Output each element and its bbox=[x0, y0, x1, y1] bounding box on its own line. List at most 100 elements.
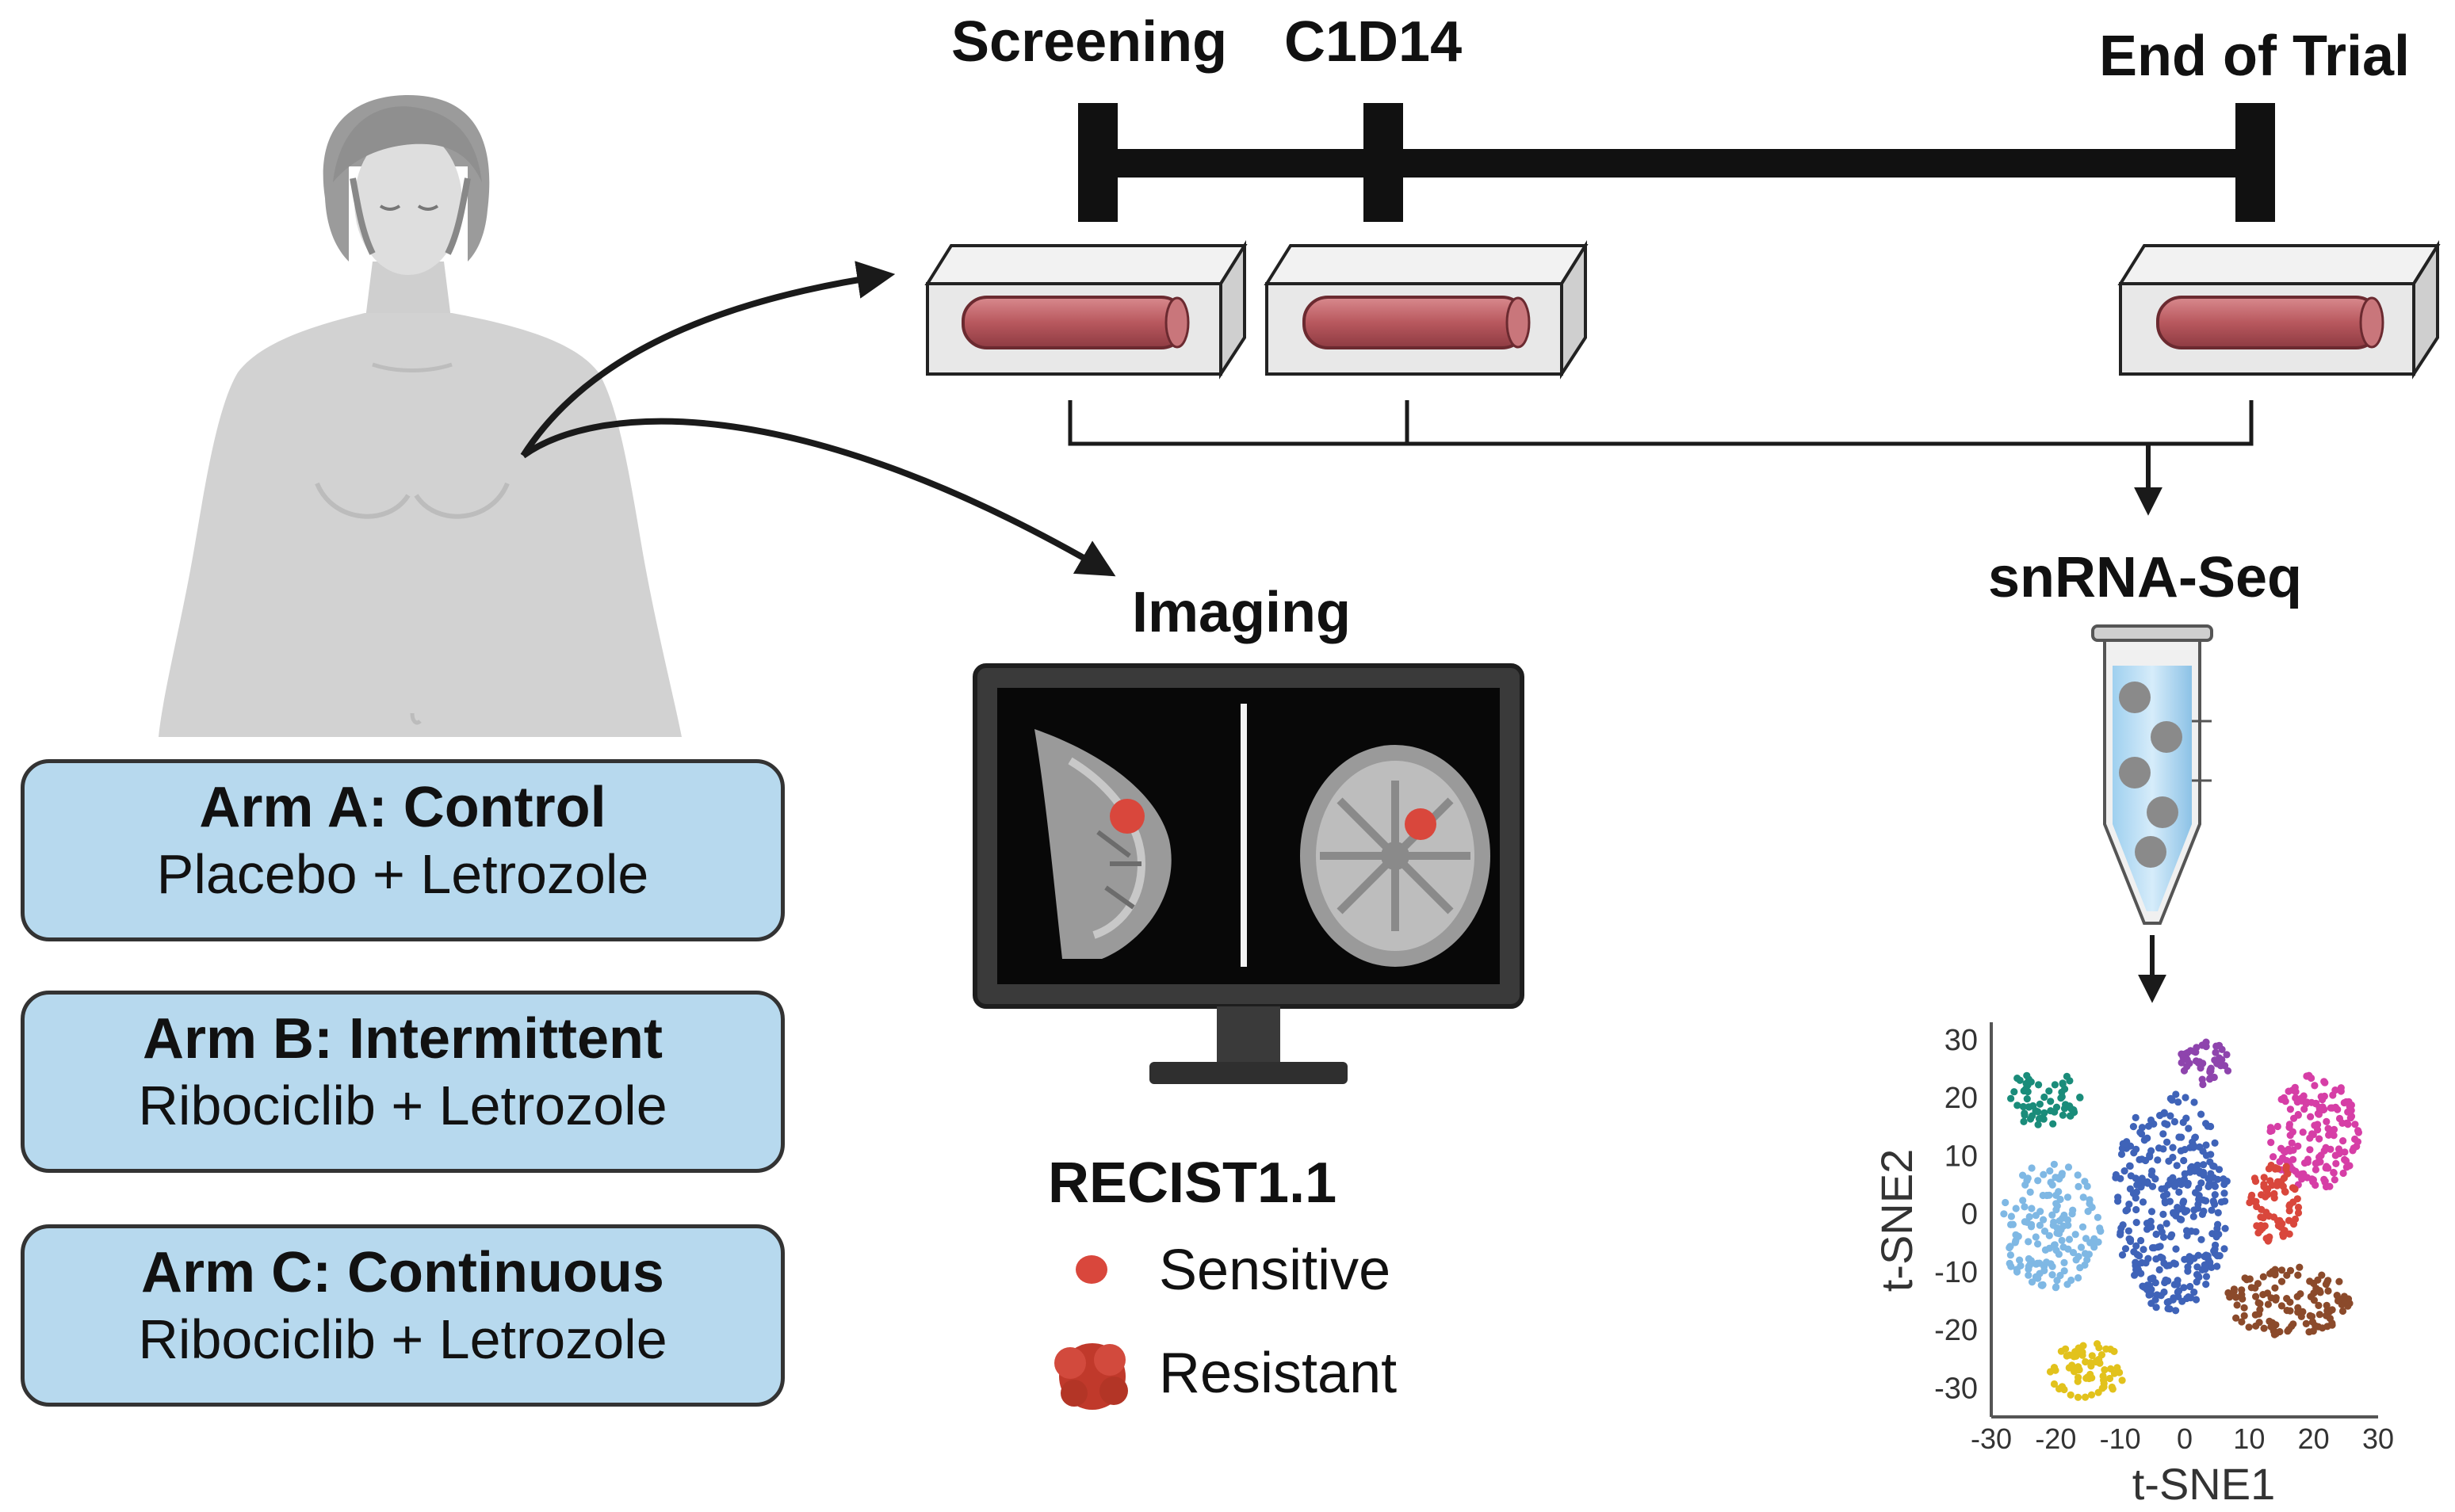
scatter-point-cluster-4 bbox=[2340, 1099, 2348, 1107]
scatter-point-cluster-4 bbox=[2273, 1122, 2281, 1131]
scatter-point-cluster-4 bbox=[2335, 1145, 2343, 1153]
scatter-point-cluster-4 bbox=[2315, 1110, 2323, 1118]
scatter-point-cluster-0 bbox=[2035, 1081, 2043, 1089]
scatter-point-cluster-1 bbox=[2077, 1243, 2086, 1251]
scatter-point-cluster-7 bbox=[2076, 1348, 2084, 1356]
scatter-point-cluster-2 bbox=[2154, 1156, 2162, 1164]
scatter-point-cluster-2 bbox=[2142, 1259, 2150, 1267]
scatter-point-cluster-1 bbox=[2078, 1223, 2087, 1231]
scatter-point-cluster-3 bbox=[2194, 1059, 2202, 1067]
scatter-point-cluster-0 bbox=[2025, 1103, 2033, 1111]
scatter-point-cluster-2 bbox=[2209, 1162, 2217, 1170]
scatter-point-cluster-2 bbox=[2132, 1242, 2140, 1250]
scatter-point-cluster-2 bbox=[2117, 1228, 2124, 1236]
scatter-point-cluster-4 bbox=[2353, 1143, 2361, 1151]
scatter-point-cluster-1 bbox=[2045, 1191, 2053, 1199]
scatter-point-cluster-2 bbox=[2178, 1216, 2185, 1224]
timeline-bar bbox=[1078, 149, 2275, 178]
scatter-point-cluster-4 bbox=[2346, 1102, 2354, 1110]
scatter-point-cluster-5 bbox=[2258, 1205, 2266, 1213]
scatter-point-cluster-2 bbox=[2147, 1170, 2155, 1179]
scatter-point-cluster-2 bbox=[2182, 1094, 2189, 1102]
scatter-point-cluster-5 bbox=[2289, 1198, 2297, 1206]
arm-b-box: Arm B: Intermittent Ribociclib + Letrozo… bbox=[21, 991, 785, 1173]
x-tick-label: 0 bbox=[2177, 1422, 2193, 1455]
scatter-point-cluster-2 bbox=[2118, 1251, 2127, 1259]
scatter-point-cluster-6 bbox=[2302, 1319, 2310, 1327]
scatter-point-cluster-2 bbox=[2201, 1266, 2209, 1273]
scatter-point-cluster-2 bbox=[2166, 1176, 2174, 1184]
scatter-point-cluster-7 bbox=[2074, 1377, 2082, 1385]
scatter-point-cluster-5 bbox=[2285, 1230, 2293, 1238]
scatter-point-cluster-7 bbox=[2110, 1347, 2118, 1355]
scatter-point-cluster-2 bbox=[2200, 1171, 2208, 1179]
scatter-point-cluster-7 bbox=[2110, 1369, 2118, 1377]
scatter-point-cluster-5 bbox=[2294, 1208, 2303, 1217]
scatter-point-cluster-2 bbox=[2211, 1245, 2219, 1253]
scatter-point-cluster-2 bbox=[2138, 1155, 2146, 1163]
scatter-point-cluster-6 bbox=[2240, 1312, 2248, 1319]
imaging-title: Imaging bbox=[1132, 581, 1352, 644]
scatter-point-cluster-6 bbox=[2233, 1301, 2241, 1309]
scatter-point-cluster-4 bbox=[2294, 1111, 2302, 1119]
scatter-point-cluster-2 bbox=[2193, 1205, 2202, 1212]
scatter-point-cluster-2 bbox=[2197, 1179, 2205, 1187]
scatter-point-cluster-0 bbox=[2063, 1072, 2071, 1080]
scatter-point-cluster-3 bbox=[2206, 1075, 2214, 1083]
scatter-point-cluster-5 bbox=[2273, 1217, 2282, 1225]
scatter-point-cluster-1 bbox=[2075, 1273, 2082, 1282]
scatter-point-cluster-2 bbox=[2169, 1144, 2177, 1151]
scatter-point-cluster-6 bbox=[2266, 1317, 2273, 1325]
scatter-point-cluster-7 bbox=[2088, 1352, 2096, 1360]
scatter-point-cluster-2 bbox=[2159, 1254, 2166, 1262]
scatter-point-cluster-6 bbox=[2305, 1328, 2313, 1336]
scatter-point-cluster-1 bbox=[2024, 1174, 2032, 1182]
scatter-point-cluster-3 bbox=[2216, 1062, 2225, 1070]
scatter-point-cluster-4 bbox=[2342, 1157, 2350, 1165]
timeline-tick-end bbox=[2235, 103, 2275, 222]
scatter-point-cluster-1 bbox=[2069, 1249, 2078, 1257]
arm-a-title: Arm A: Control bbox=[199, 776, 606, 839]
scatter-point-cluster-2 bbox=[2220, 1189, 2228, 1197]
scatter-point-cluster-1 bbox=[2025, 1238, 2032, 1246]
scatter-point-cluster-2 bbox=[2131, 1271, 2139, 1279]
scatter-point-cluster-2 bbox=[2143, 1134, 2151, 1142]
scatter-point-cluster-2 bbox=[2147, 1290, 2155, 1298]
scatter-point-cluster-4 bbox=[2285, 1124, 2293, 1132]
scatter-point-cluster-6 bbox=[2243, 1276, 2250, 1284]
scatter-point-cluster-6 bbox=[2256, 1300, 2264, 1308]
scatter-point-cluster-1 bbox=[2021, 1203, 2029, 1211]
resistant-lesion-icon bbox=[1054, 1343, 1128, 1410]
scatter-point-cluster-2 bbox=[2126, 1236, 2134, 1244]
scatter-point-cluster-2 bbox=[2159, 1130, 2167, 1138]
scatter-point-cluster-3 bbox=[2183, 1056, 2191, 1063]
y-tick-label: -20 bbox=[1934, 1314, 1978, 1347]
scatter-point-cluster-0 bbox=[2021, 1085, 2030, 1093]
scatter-point-cluster-1 bbox=[2034, 1240, 2042, 1248]
scatter-point-cluster-4 bbox=[2299, 1128, 2307, 1136]
scatter-point-cluster-2 bbox=[2152, 1304, 2160, 1312]
scatter-point-cluster-1 bbox=[2081, 1178, 2089, 1186]
scatter-point-cluster-2 bbox=[2211, 1139, 2219, 1147]
scatter-point-cluster-2 bbox=[2162, 1276, 2170, 1284]
scatter-point-cluster-5 bbox=[2281, 1188, 2289, 1196]
scatter-point-cluster-6 bbox=[2294, 1271, 2302, 1279]
scatter-point-cluster-2 bbox=[2170, 1117, 2178, 1126]
scatter-point-cluster-0 bbox=[2036, 1100, 2044, 1108]
scatter-point-cluster-1 bbox=[2076, 1264, 2084, 1272]
scatter-point-cluster-2 bbox=[2192, 1296, 2201, 1304]
biopsy-arrow bbox=[520, 261, 896, 458]
scatter-point-cluster-1 bbox=[2059, 1243, 2067, 1251]
scatter-point-cluster-2 bbox=[2156, 1224, 2164, 1231]
scatter-point-cluster-2 bbox=[2189, 1142, 2197, 1150]
scatter-point-cluster-2 bbox=[2139, 1198, 2147, 1206]
scatter-point-cluster-2 bbox=[2202, 1197, 2210, 1205]
scatter-point-cluster-2 bbox=[2186, 1282, 2194, 1291]
scatter-point-cluster-7 bbox=[2055, 1385, 2063, 1393]
scatter-point-cluster-1 bbox=[2049, 1221, 2057, 1229]
scatter-point-cluster-4 bbox=[2286, 1105, 2294, 1113]
scatter-point-cluster-3 bbox=[2183, 1063, 2191, 1071]
scatter-point-cluster-2 bbox=[2124, 1227, 2132, 1235]
scatter-point-cluster-7 bbox=[2095, 1344, 2103, 1352]
